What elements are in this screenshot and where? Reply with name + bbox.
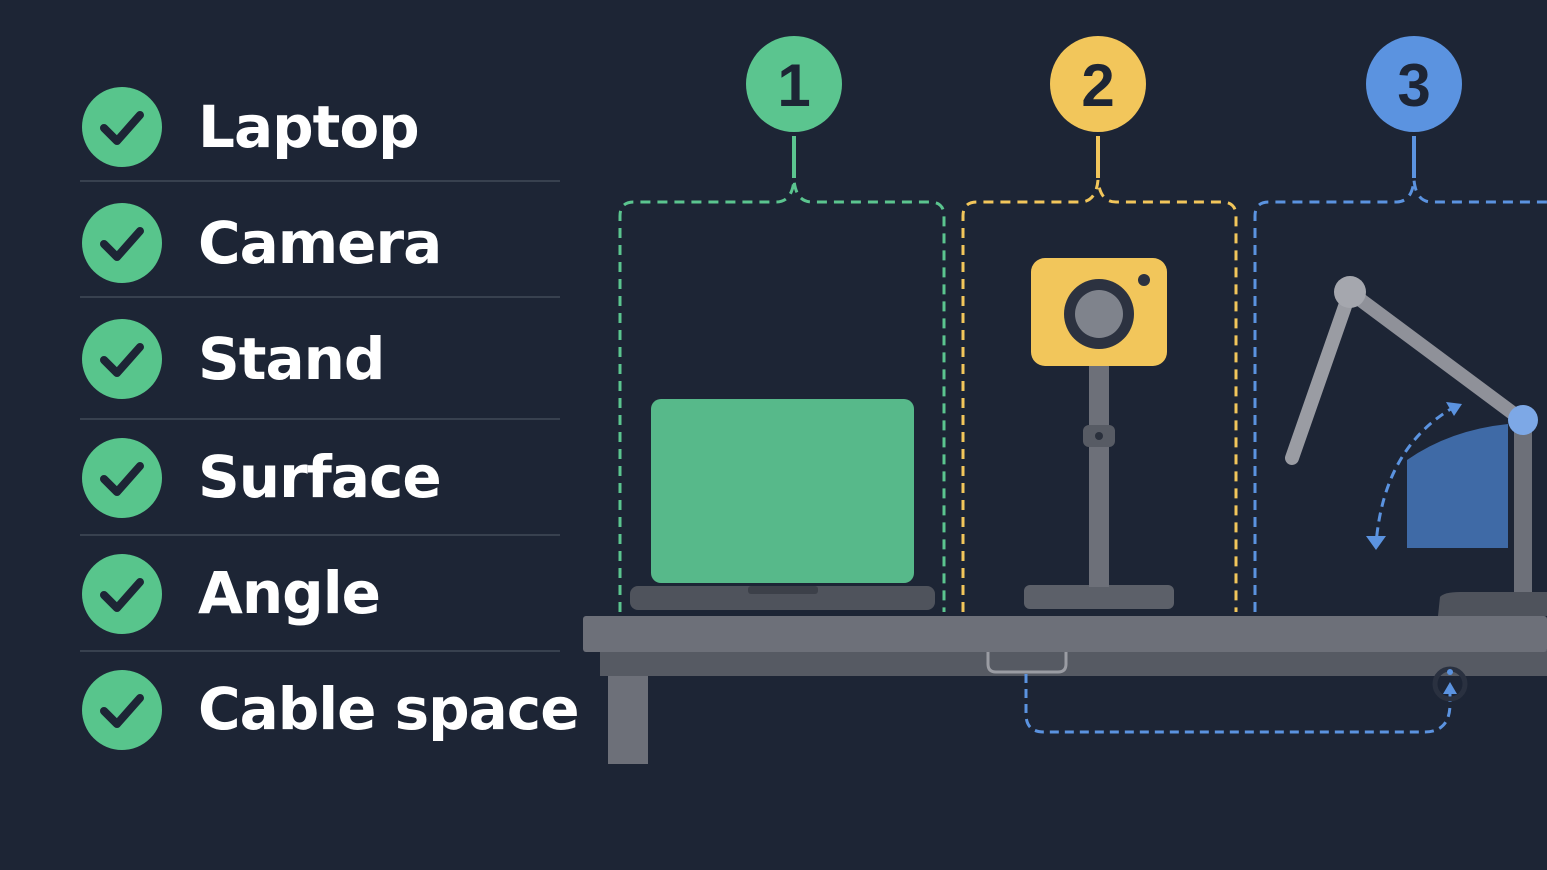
checklist-item-surface: Surface xyxy=(80,420,560,536)
arrow-down-icon xyxy=(1366,536,1386,550)
checklist-item-camera: Camera xyxy=(80,182,560,298)
checklist-label: Surface xyxy=(198,443,442,511)
cable-route xyxy=(986,652,1468,734)
zone-1-bracket xyxy=(618,136,946,612)
cable-clip xyxy=(986,652,1068,674)
check-circle-icon xyxy=(82,438,162,518)
checklist-item-stand: Stand xyxy=(80,298,560,420)
step-2-badge: 2 xyxy=(1050,36,1146,132)
check-circle-icon xyxy=(82,203,162,283)
step-1-badge: 1 xyxy=(746,36,842,132)
step-1-number: 1 xyxy=(777,52,810,119)
angle-arc xyxy=(1374,404,1457,545)
checklist-item-angle: Angle xyxy=(80,536,560,652)
checklist-label: Cable space xyxy=(198,675,580,743)
check-circle-icon xyxy=(82,87,162,167)
checklist-item-laptop: Laptop xyxy=(80,66,560,182)
camera-on-stand-illustration xyxy=(1024,258,1174,609)
check-circle-icon xyxy=(82,319,162,399)
check-circle-icon xyxy=(82,554,162,634)
checklist-label: Laptop xyxy=(198,93,420,161)
zone-3-bracket xyxy=(1253,136,1547,612)
checklist-item-cable-space: Cable space xyxy=(80,652,580,768)
checklist-label: Camera xyxy=(198,209,442,277)
cable-arrow-icon xyxy=(1443,682,1457,694)
check-circle-icon xyxy=(82,670,162,750)
desk xyxy=(583,616,1547,764)
zone-2-bracket xyxy=(961,136,1238,612)
step-2-number: 2 xyxy=(1081,52,1114,119)
setup-checklist: Laptop Camera Stand Surface Angle xyxy=(80,66,580,768)
step-3-number: 3 xyxy=(1397,52,1430,119)
step-3-badge: 3 xyxy=(1366,36,1462,132)
arrow-up-icon xyxy=(1446,402,1462,416)
checklist-label: Stand xyxy=(198,325,385,393)
checklist-label: Angle xyxy=(198,559,381,627)
laptop-illustration xyxy=(630,399,935,610)
adjustable-arm-illustration xyxy=(1285,276,1547,616)
